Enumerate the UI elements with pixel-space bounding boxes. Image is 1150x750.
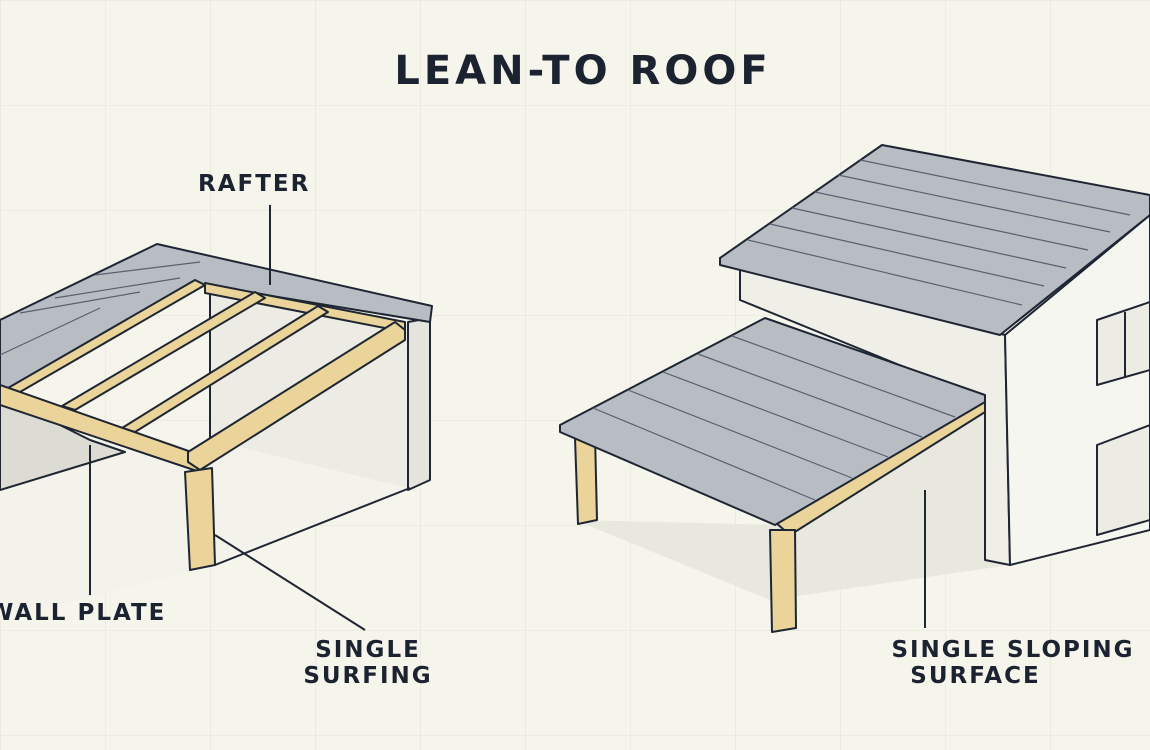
main-roof-seams <box>747 159 1131 306</box>
window <box>1096 301 1150 386</box>
right-house-illustration <box>559 144 1150 633</box>
single-surfing-leader <box>214 534 366 631</box>
single-sloping-line-1: SINGLE SLOPING <box>891 637 1135 663</box>
floor-line <box>214 487 411 566</box>
rear-post <box>574 434 598 525</box>
wall-plate-label: WALL PLATE <box>0 600 167 626</box>
front-post <box>769 529 797 633</box>
lean-to-roof-seams <box>592 335 956 501</box>
single-surfing-label: SINGLE SURFING <box>278 637 458 690</box>
roof-seams <box>0 261 201 356</box>
post <box>184 467 216 571</box>
single-surfing-line-2: SURFING <box>303 663 433 690</box>
single-sloping-surface-label: SINGLE SLOPING SURFACE <box>853 637 1150 690</box>
lean-to-roof <box>559 317 986 526</box>
rafter <box>61 291 266 411</box>
main-roof <box>719 144 1150 336</box>
roof-sheet <box>0 243 433 401</box>
leader-lines <box>89 205 926 631</box>
rafter-label: RAFTER <box>198 171 311 197</box>
diagram-title: LEAN-TO ROOF <box>394 48 772 94</box>
door <box>1096 424 1150 536</box>
single-sloping-line-2: SURFACE <box>910 663 1041 690</box>
rafters <box>0 279 406 571</box>
left-framing-illustration <box>0 243 433 620</box>
ground-shadow <box>575 405 1010 600</box>
wall-end <box>407 317 431 491</box>
single-surfing-line-1: SINGLE <box>315 637 421 663</box>
